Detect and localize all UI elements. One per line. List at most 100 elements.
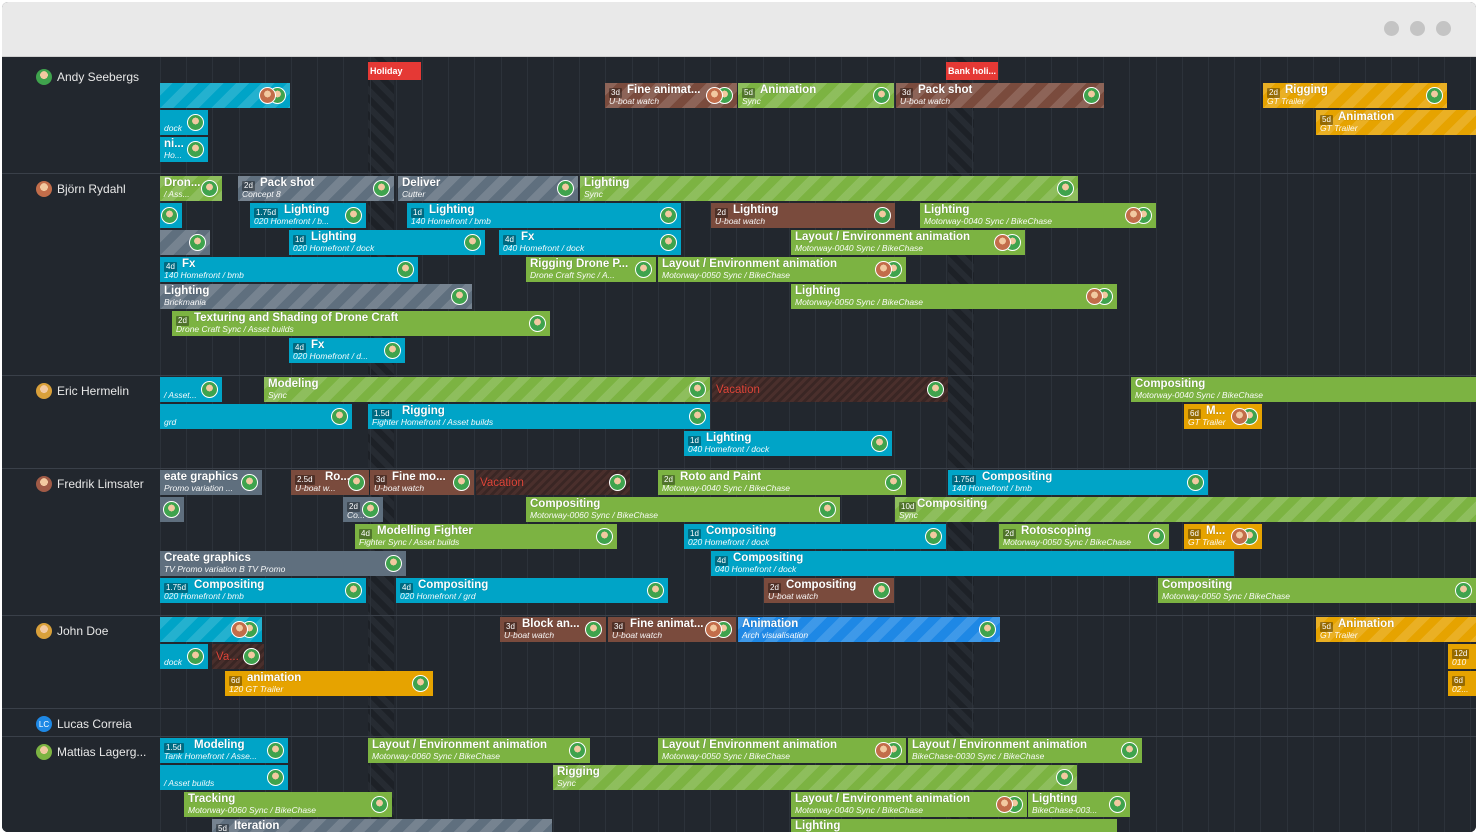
task-bar[interactable]: Vacation <box>476 470 630 495</box>
assignee-avatar[interactable] <box>373 180 390 197</box>
assignee-avatar[interactable] <box>201 381 218 398</box>
task-bar[interactable]: Lighting <box>791 819 1117 832</box>
assignee-avatar[interactable] <box>187 114 204 131</box>
assignee-avatar[interactable] <box>994 234 1011 251</box>
assignee-avatar[interactable] <box>348 474 365 491</box>
assignee-avatar[interactable] <box>1148 528 1165 545</box>
task-bar[interactable]: Vacation <box>712 377 948 402</box>
assignee-avatar[interactable] <box>873 582 890 599</box>
assignee-avatar[interactable] <box>706 87 723 104</box>
assignee-avatar[interactable] <box>885 474 902 491</box>
assignee-avatar[interactable] <box>875 261 892 278</box>
assignee-avatar[interactable] <box>585 621 602 638</box>
assignee-avatar[interactable] <box>1121 742 1138 759</box>
task-bar[interactable]: dock <box>160 110 208 135</box>
assignee-avatar[interactable] <box>187 141 204 158</box>
assignee-avatar[interactable] <box>529 315 546 332</box>
assignee-avatar[interactable] <box>569 742 586 759</box>
assignee-avatar[interactable] <box>385 555 402 572</box>
person-row-header[interactable]: John Doe <box>36 621 108 641</box>
assignee-avatar[interactable] <box>397 261 414 278</box>
assignee-avatar[interactable] <box>1083 87 1100 104</box>
assignee-avatar[interactable] <box>705 621 722 638</box>
assignee-avatar[interactable] <box>927 381 944 398</box>
assignee-avatar[interactable] <box>874 207 891 224</box>
assignee-avatar[interactable] <box>1187 474 1204 491</box>
task-bar[interactable] <box>160 230 210 255</box>
task-bar[interactable]: ni...Ho... <box>160 137 208 162</box>
assignee-avatar[interactable] <box>996 796 1013 813</box>
person-row-header[interactable]: Mattias Lagerg... <box>36 742 146 762</box>
assignee-avatar[interactable] <box>1426 87 1443 104</box>
assignee-avatar[interactable] <box>362 501 379 518</box>
window-dot-2[interactable] <box>1410 21 1425 36</box>
assignee-avatar[interactable] <box>384 342 401 359</box>
assignee-avatar[interactable] <box>689 381 706 398</box>
assignee-avatar[interactable] <box>609 474 626 491</box>
assignee-avatar[interactable] <box>453 474 470 491</box>
assignee-avatar[interactable] <box>241 474 258 491</box>
assignee-avatar[interactable] <box>1109 796 1126 813</box>
task-bar[interactable] <box>160 497 184 522</box>
task-bar[interactable]: grd <box>160 404 352 429</box>
assignee-avatar[interactable] <box>871 435 888 452</box>
assignee-avatar[interactable] <box>557 180 574 197</box>
assignee-avatar[interactable] <box>187 648 204 665</box>
window-dot-3[interactable] <box>1436 21 1451 36</box>
assignee-avatar[interactable] <box>201 180 218 197</box>
assignee-avatar[interactable] <box>875 742 892 759</box>
assignee-avatar[interactable] <box>1231 528 1248 545</box>
assignee-avatar[interactable] <box>259 87 276 104</box>
task-bar[interactable] <box>160 83 290 108</box>
assignee-avatar[interactable] <box>267 769 284 786</box>
task-bar[interactable]: Va... <box>212 644 264 669</box>
window-dot-1[interactable] <box>1384 21 1399 36</box>
assignee-avatar[interactable] <box>819 501 836 518</box>
assignee-avatar[interactable] <box>1086 288 1103 305</box>
assignee-avatar[interactable] <box>1057 180 1074 197</box>
assignee-avatar[interactable] <box>189 234 206 251</box>
assignee-avatar[interactable] <box>873 87 890 104</box>
assignee-avatar[interactable] <box>243 648 260 665</box>
